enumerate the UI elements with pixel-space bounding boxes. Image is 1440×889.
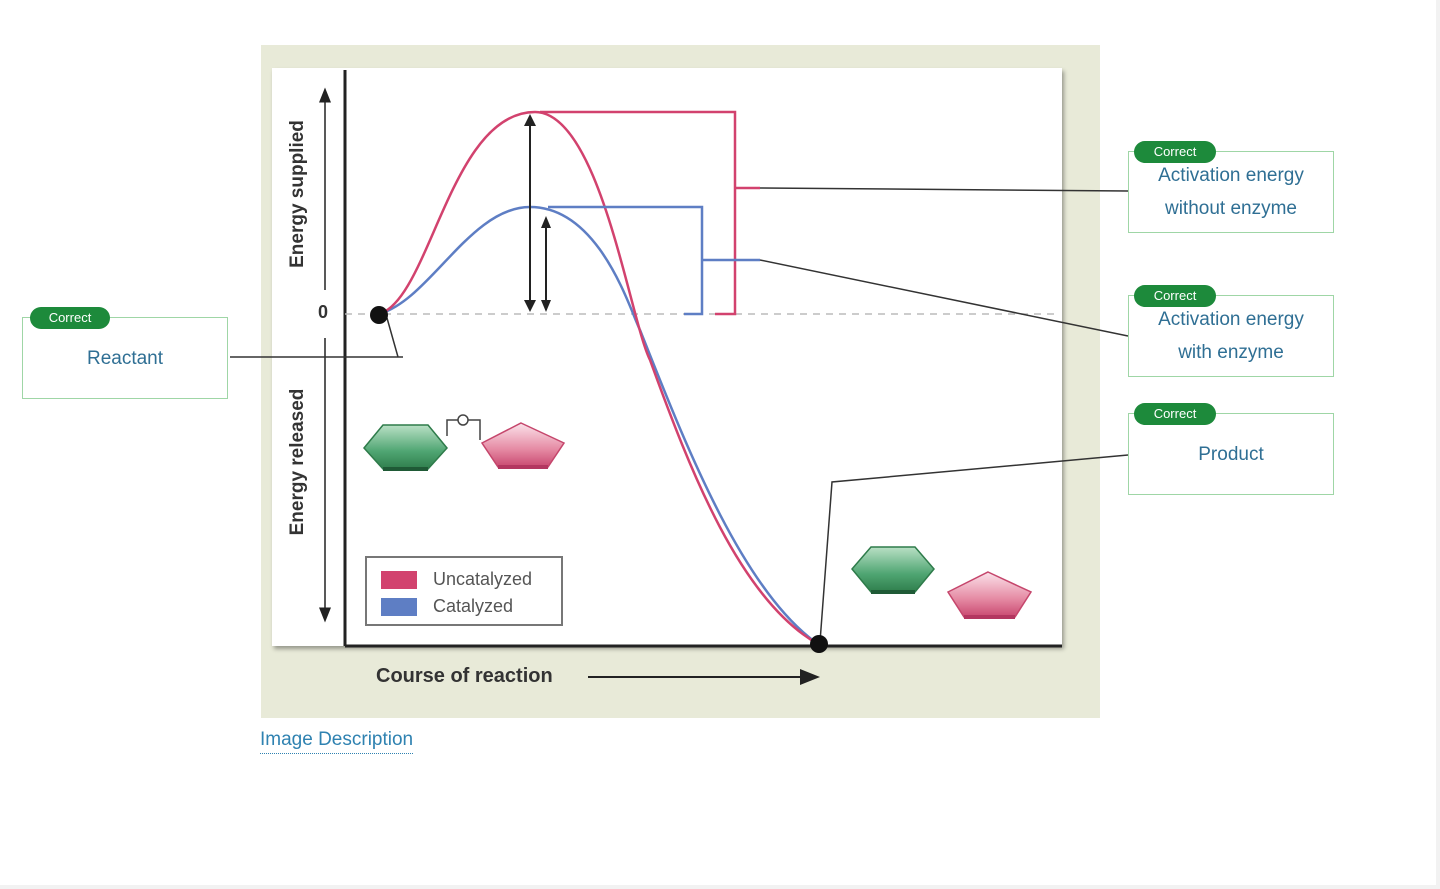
label-line-2: with enzyme (1178, 342, 1284, 363)
plot-panel (272, 68, 1062, 646)
activation-with-leader (759, 259, 1129, 337)
reactant-label[interactable]: Reactant (86, 347, 164, 369)
reactant-dot (370, 306, 388, 324)
zero-label: 0 (318, 302, 329, 322)
uncatalyzed-curve (378, 110, 819, 646)
activation-with-drop-zone[interactable]: Activation energy with enzyme (1128, 295, 1334, 377)
product-leader (819, 454, 1129, 643)
catalyzed-bracket (548, 205, 704, 316)
correct-badge: Correct (1134, 141, 1216, 163)
product-pentagon-icon (946, 571, 1033, 619)
legend-label: Catalyzed (433, 596, 514, 616)
image-description-link[interactable]: Image Description (260, 729, 414, 754)
legend-swatch-catalyzed (381, 597, 417, 616)
product-dot (810, 635, 828, 653)
glycosidic-bond (446, 419, 458, 436)
y-axis-upper-label: Energy supplied (287, 120, 308, 268)
label-line-1: Activation energy (1158, 165, 1304, 186)
activation-without-drop-zone[interactable]: Activation energy without enzyme (1128, 151, 1334, 233)
reactant-leader (230, 317, 403, 358)
label-line-1: Activation energy (1158, 309, 1304, 330)
product-label[interactable]: Product (1198, 443, 1264, 465)
correct-badge: Correct (1134, 403, 1216, 425)
uncatalyzed-bracket (540, 110, 737, 316)
product-drop-zone[interactable]: Product (1128, 413, 1334, 495)
hexagon-sugar-icon (363, 424, 448, 471)
legend-item-catalyzed: Catalyzed (381, 596, 513, 617)
label-line-2: without enzyme (1164, 198, 1297, 219)
y-axis-lower-label: Energy released (287, 388, 308, 536)
correct-badge: Correct (30, 307, 110, 329)
catalyzed-curve (378, 205, 819, 646)
activation-without-leader (759, 187, 1129, 192)
correct-badge: Correct (1134, 285, 1216, 307)
activation-without-label[interactable]: Activation energy without enzyme (1158, 159, 1304, 225)
legend: Uncatalyzed Catalyzed (365, 556, 563, 626)
product-hexagon-icon (851, 546, 935, 594)
legend-label: Uncatalyzed (433, 569, 533, 589)
legend-swatch-uncatalyzed (381, 570, 417, 589)
reactant-drop-zone[interactable]: Reactant (22, 317, 228, 399)
pentagon-sugar-icon (480, 422, 566, 469)
legend-item-uncatalyzed: Uncatalyzed (381, 569, 532, 590)
x-axis-label: Course of reaction (376, 665, 553, 687)
activation-with-label[interactable]: Activation energy with enzyme (1158, 303, 1304, 369)
